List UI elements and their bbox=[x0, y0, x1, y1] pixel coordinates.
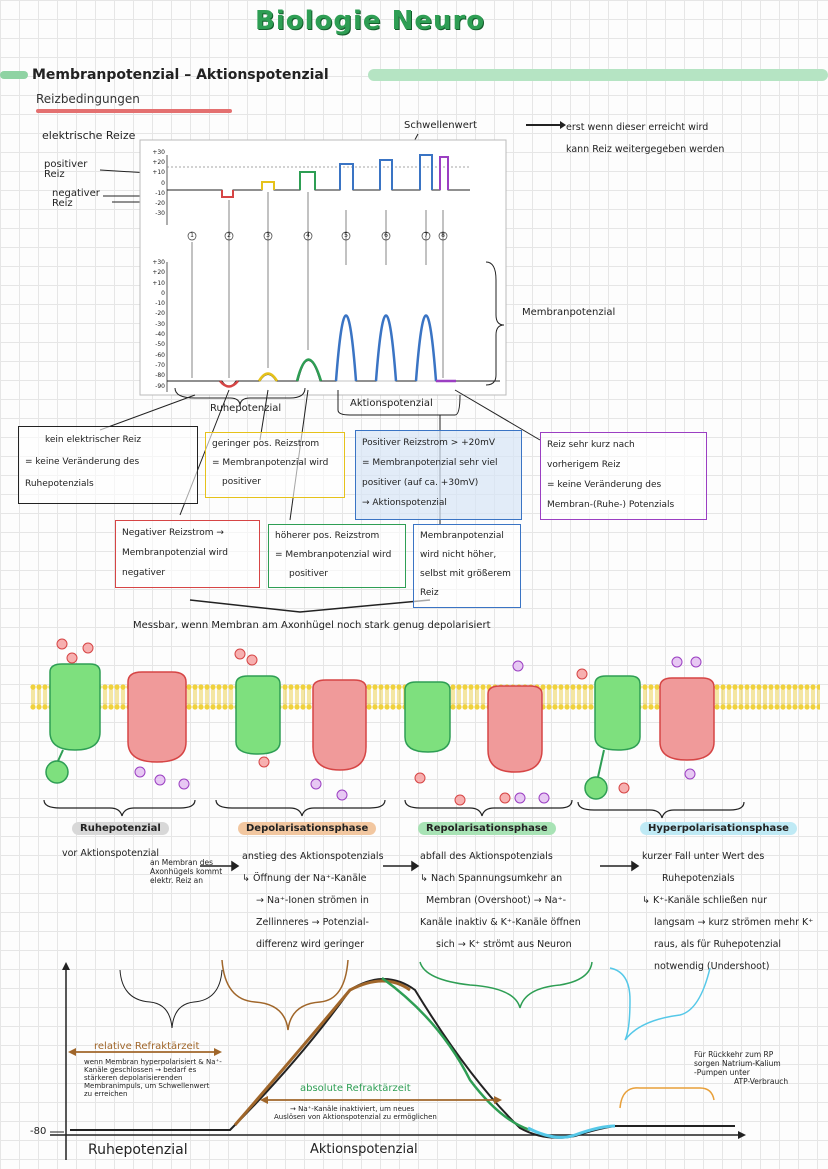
tick-label: +10 bbox=[152, 169, 165, 177]
label-aktionspotenzial: Aktionspotenzial bbox=[350, 398, 433, 409]
box-positiver-reizstrom: Positiver Reizstrom > +20mV= Membranpote… bbox=[355, 430, 522, 520]
label-elektrische-reize: elektrische Reize bbox=[42, 129, 136, 142]
phase-depolarisation: Depolarisationsphase bbox=[238, 822, 377, 835]
tick-label: -90 bbox=[155, 382, 165, 390]
bottom-label-aktionspotenzial: Aktionspotenzial bbox=[310, 1142, 418, 1157]
phase-ruhepotenzial: Ruhepotenzial bbox=[72, 822, 169, 835]
subtitle-bar bbox=[0, 66, 828, 82]
bottom-label-ruhepotenzial: Ruhepotenzial bbox=[88, 1142, 188, 1158]
top-axis-ticks: +30 +20 +10 0 -10 -20 -30 bbox=[141, 148, 165, 219]
phase-repolarisation: Repolarisationsphase bbox=[418, 822, 556, 835]
na-channels bbox=[49, 663, 641, 755]
tick-label: +30 bbox=[152, 259, 165, 266]
phase-arrows bbox=[200, 860, 640, 872]
k-ions bbox=[134, 656, 702, 804]
tick-label: -20 bbox=[155, 310, 165, 318]
box-negativer-reizstrom: Negativer Reizstrom →Membranpotenzial wi… bbox=[115, 520, 260, 588]
tick-label: +20 bbox=[152, 159, 165, 167]
messbar-note: Messbar, wenn Membran am Axonhügel noch … bbox=[133, 620, 491, 631]
subtitle: Membranpotenzial – Aktionspotenzial bbox=[32, 67, 329, 83]
section-label: Reizbedingungen bbox=[36, 92, 232, 113]
tick-label: 0 bbox=[161, 179, 165, 187]
schwellen-note-2: kann Reiz weitergegeben werden bbox=[566, 144, 725, 155]
label-positiver-reiz: positiver Reiz bbox=[44, 159, 88, 180]
ruhe-text: vor Aktionspotenzial bbox=[62, 848, 160, 859]
stimulus-number: 1 bbox=[190, 232, 194, 239]
label-membranpotenzial: Membranpotenzial bbox=[522, 307, 616, 318]
phase-hyperpolarisation: Hyperpolarisationsphase bbox=[640, 822, 797, 835]
tick-label: -80 bbox=[155, 372, 165, 380]
label-schwellenwert: Schwellenwert bbox=[404, 120, 477, 131]
page-title: Biologie Neuro bbox=[255, 6, 486, 36]
membrane-illustration bbox=[30, 638, 820, 819]
tick-label: +20 bbox=[152, 269, 165, 277]
label-ruhepotenzial: Ruhepotenzial bbox=[210, 403, 282, 414]
tick-label: 0 bbox=[161, 289, 165, 297]
tick-label: -10 bbox=[155, 300, 165, 308]
box-hoeherer-reizstrom: höherer pos. Reizstrom= Membranpotenzial… bbox=[268, 524, 406, 588]
tick-label: -10 bbox=[155, 189, 165, 197]
tick-label: -20 bbox=[155, 200, 165, 208]
relative-text: wenn Membran hyperpolarisiert & Na⁺-Kanä… bbox=[84, 1058, 222, 1098]
na-ions bbox=[56, 638, 630, 806]
tick-label: -60 bbox=[155, 351, 165, 359]
stimulus-figure bbox=[99, 121, 566, 613]
stimulus-number: 2 bbox=[227, 232, 231, 239]
stimulus-number: 4 bbox=[306, 232, 310, 239]
stimulus-number: 8 bbox=[441, 232, 445, 239]
relative-refraktaerzeit: relative Refraktärzeit bbox=[94, 1041, 200, 1052]
stimulus-number: 5 bbox=[344, 232, 348, 239]
box-geringer-reizstrom: geringer pos. Reizstrom= Membranpotenzia… bbox=[205, 432, 345, 498]
k-channels bbox=[127, 671, 715, 773]
tick-label: -30 bbox=[155, 210, 165, 218]
y-label-minus80: -80 bbox=[30, 1126, 47, 1137]
repol-text: abfall des Aktionspotenzials↳ Nach Spann… bbox=[420, 851, 581, 950]
stimulus-number: 7 bbox=[424, 232, 428, 239]
action-potential-graph bbox=[50, 960, 746, 1160]
schwellen-note-1: erst wenn dieser erreicht wird bbox=[566, 122, 709, 133]
box-kein-reiz: kein elektrischer Reiz= keine Veränderun… bbox=[18, 426, 198, 504]
tick-label: +30 bbox=[152, 149, 165, 156]
stimulus-number: 6 bbox=[384, 232, 388, 239]
depol-text: anstieg des Aktionspotenzials↳ Öffnung d… bbox=[242, 851, 384, 950]
tick-label: +10 bbox=[152, 279, 165, 287]
tick-label: -50 bbox=[155, 341, 165, 349]
tick-label: -70 bbox=[155, 361, 165, 369]
tick-label: -40 bbox=[155, 331, 165, 339]
label-negativer-reiz: negativer Reiz bbox=[52, 188, 100, 209]
absolute-refraktaerzeit: absolute Refraktärzeit bbox=[300, 1083, 411, 1094]
tick-label: -30 bbox=[155, 320, 165, 328]
bottom-axis-ticks: +30 +20 +10 0 -10 -20 -30 -40 -50 -60 -70 -80 -90 bbox=[141, 258, 165, 392]
stimulus-number: 3 bbox=[266, 232, 270, 239]
